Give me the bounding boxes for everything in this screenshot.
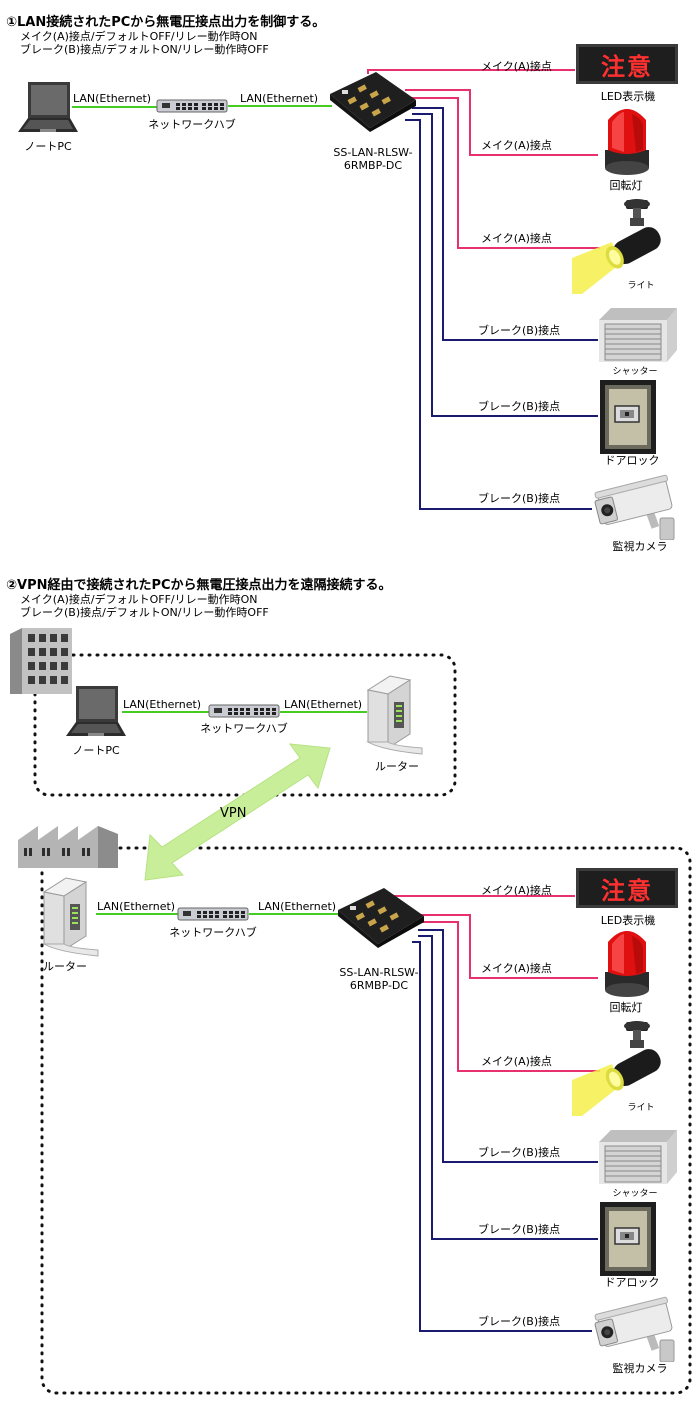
security-camera-icon <box>588 474 684 540</box>
break-wire <box>412 113 598 417</box>
contact-label: ブレーク(B)接点 <box>478 400 561 413</box>
break-wire <box>418 935 598 1240</box>
lan-label: LAN(Ethernet) <box>258 900 337 913</box>
contact-label: メイク(A)接点 <box>481 60 552 73</box>
vpn-arrow <box>144 743 331 881</box>
device-label: 監視カメラ <box>612 540 668 553</box>
device-label: 監視カメラ <box>612 1362 668 1375</box>
device-label: シャッター <box>612 367 658 377</box>
hub-icon <box>177 905 249 923</box>
make-wire <box>412 914 598 979</box>
break-wire <box>412 941 592 1332</box>
device-label: LED表示機 <box>600 90 656 103</box>
led-display-text: 注意 <box>601 52 653 81</box>
device-label: LED表示機 <box>600 914 656 927</box>
router-label: ルーター <box>375 760 419 773</box>
section2-note-make: メイク(A)接点/デフォルトOFF/リレー動作時ON <box>20 593 258 606</box>
make-wire <box>367 69 575 74</box>
contact-label: メイク(A)接点 <box>481 884 552 897</box>
break-wire <box>412 107 598 341</box>
device-label: 回転灯 <box>609 179 643 192</box>
contact-label: メイク(A)接点 <box>481 139 552 152</box>
lan-label: LAN(Ethernet) <box>97 900 176 913</box>
device-label: ライト <box>627 281 655 291</box>
contact-label: ブレーク(B)接点 <box>478 1223 561 1236</box>
section2-title: ②VPN経由で接続されたPCから無電圧接点出力を遠隔接続する。 <box>6 578 392 593</box>
hub-label: ネットワークハブ <box>148 118 236 131</box>
contact-label: ブレーク(B)接点 <box>478 492 561 505</box>
vpn-label: VPN <box>220 806 247 821</box>
make-wire <box>415 921 600 1072</box>
device-model-line1: SS-LAN-RLSW- <box>333 146 413 159</box>
factory-icon <box>18 822 118 868</box>
security-camera-icon <box>588 1296 684 1362</box>
device-label: シャッター <box>612 1189 658 1199</box>
door-lock-icon <box>600 380 656 454</box>
section1-note-break: ブレーク(B)接点/デフォルトON/リレー動作時OFF <box>20 43 269 56</box>
section1-title: ①LAN接続されたPCから無電圧接点出力を制御する。 <box>6 15 326 30</box>
device-label: ライト <box>627 1103 655 1113</box>
break-wire <box>418 929 598 1163</box>
lan-cables-s2 <box>96 711 367 915</box>
device-model-line1: SS-LAN-RLSW- <box>339 966 419 979</box>
device-model-line2: 6RMBP-DC <box>343 159 403 172</box>
led-display-icon: 注意 <box>576 44 678 84</box>
contact-label: ブレーク(B)接点 <box>478 1146 561 1159</box>
make-wire <box>410 97 600 249</box>
laptop-icon <box>66 684 126 740</box>
router-icon <box>40 874 100 958</box>
factory-boundary <box>40 846 692 1395</box>
device-label: ドアロック <box>604 454 660 467</box>
output-wires-s2 <box>374 895 600 1332</box>
contact-label: メイク(A)接点 <box>481 1055 552 1068</box>
shutter-icon <box>597 306 677 362</box>
lan-label: LAN(Ethernet) <box>73 92 152 105</box>
lan-label: LAN(Ethernet) <box>284 698 363 711</box>
rotating-light-icon <box>602 926 652 998</box>
lan-label: LAN(Ethernet) <box>240 92 319 105</box>
contact-label: ブレーク(B)接点 <box>478 324 561 337</box>
make-wire <box>405 89 598 156</box>
rotating-light-icon <box>602 104 652 176</box>
break-wire <box>405 119 592 510</box>
door-lock-icon <box>600 1202 656 1276</box>
shutter-icon <box>597 1128 677 1184</box>
output-wires-s1 <box>367 69 600 510</box>
router-label: ルーター <box>43 960 87 973</box>
pc-label: ノートPC <box>24 140 72 153</box>
led-display-icon: 注意 <box>576 868 678 908</box>
lan-cables-s1 <box>72 105 332 108</box>
relay-board-icon <box>328 70 418 132</box>
contact-label: メイク(A)接点 <box>481 232 552 245</box>
lan-label: LAN(Ethernet) <box>123 698 202 711</box>
hub-label: ネットワークハブ <box>200 722 288 735</box>
device-label: ドアロック <box>604 1276 660 1289</box>
device-label: 回転灯 <box>609 1001 643 1014</box>
section2-note-break: ブレーク(B)接点/デフォルトON/リレー動作時OFF <box>20 606 269 619</box>
device-model-line2: 6RMBP-DC <box>349 979 409 992</box>
relay-board-icon <box>336 886 426 948</box>
laptop-icon <box>18 80 78 136</box>
contact-label: メイク(A)接点 <box>481 962 552 975</box>
router-icon <box>364 672 424 756</box>
hub-icon <box>156 97 228 115</box>
office-building-icon <box>10 628 72 694</box>
hub-icon <box>208 702 280 720</box>
contact-label: ブレーク(B)接点 <box>478 1315 561 1328</box>
led-display-text: 注意 <box>601 876 653 905</box>
pc-label: ノートPC <box>72 744 120 757</box>
hub-label: ネットワークハブ <box>169 926 257 939</box>
section1-note-make: メイク(A)接点/デフォルトOFF/リレー動作時ON <box>20 30 258 43</box>
